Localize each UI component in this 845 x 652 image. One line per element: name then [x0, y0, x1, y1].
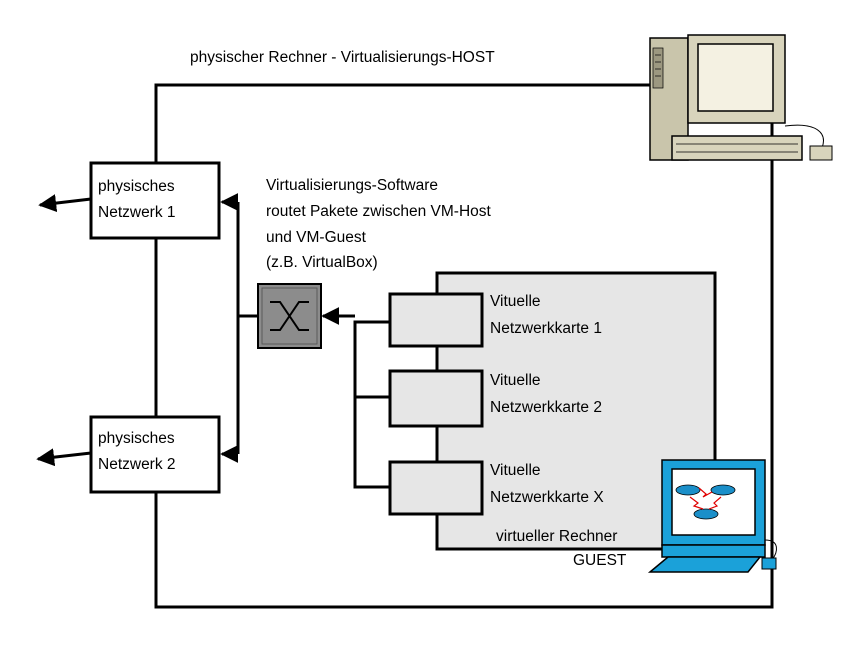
network-2-label-line2: Netzwerk 2 [98, 456, 176, 473]
guest-label-line2: GUEST [573, 552, 627, 569]
nic-1-label-line1: Vituelle [490, 293, 541, 310]
software-line-2: routet Pakete zwischen VM-Host [266, 203, 492, 220]
nic-1-box [388, 292, 484, 348]
software-line-3: und VM-Guest [266, 229, 367, 246]
desktop-computer-icon [649, 34, 833, 161]
network-1-label-line2: Netzwerk 1 [98, 204, 176, 221]
network-2-label-line1: physisches [98, 430, 175, 447]
switch-to-networks-line [236, 202, 258, 318]
host-frame [154, 83, 774, 609]
network-1-out-arrow [38, 194, 92, 213]
nic-2-box [388, 369, 484, 428]
network-2-box [89, 415, 221, 494]
network-2-out-arrow [36, 448, 92, 467]
nic-bus-line [353, 320, 390, 489]
software-line-1: Virtualisierungs-Software [266, 177, 438, 194]
network-workstation-icon [647, 459, 777, 573]
nic-1-label-line2: Netzwerkkarte 1 [490, 320, 602, 337]
nic-x-label-line1: Vituelle [490, 462, 541, 479]
software-line-4: (z.B. VirtualBox) [266, 254, 378, 271]
nic-2-label-line1: Vituelle [490, 372, 541, 389]
host-title: physischer Rechner - Virtualisierungs-HO… [190, 49, 495, 66]
nic-x-label-line2: Netzwerkkarte X [490, 489, 604, 506]
network-1-label-line1: physisches [98, 178, 175, 195]
nic-2-label-line2: Netzwerkkarte 2 [490, 399, 602, 416]
guest-label-line1: virtueller Rechner [496, 528, 617, 545]
switch-icon [257, 283, 322, 349]
nic-x-box [388, 460, 484, 516]
network-1-box [89, 161, 221, 240]
